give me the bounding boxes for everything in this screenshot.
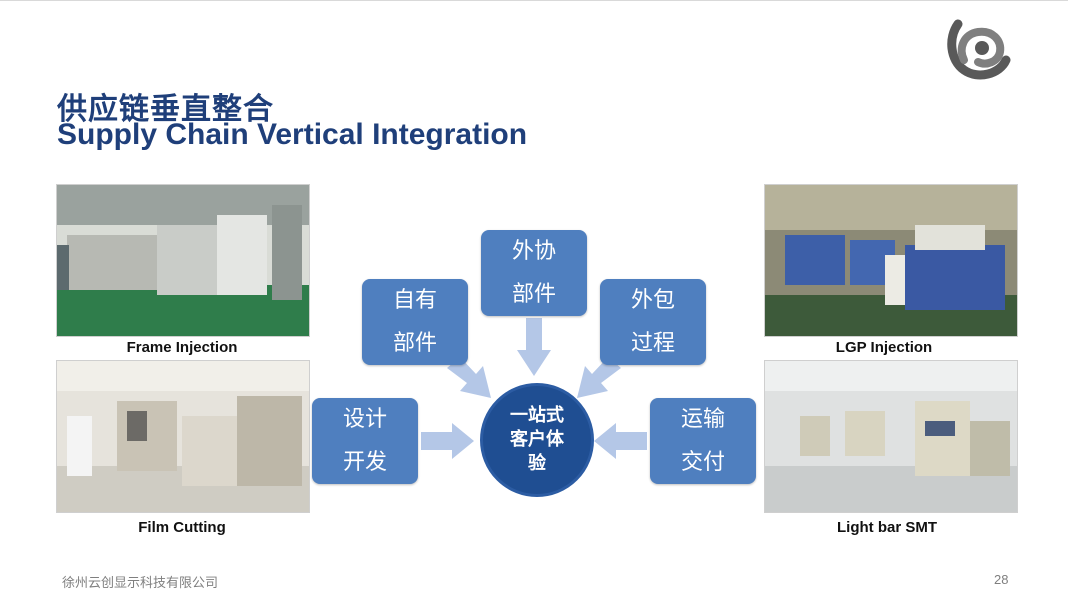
light-bar-smt-photo bbox=[764, 360, 1018, 513]
slide-title-chinese: 供应链垂直整合 bbox=[57, 92, 274, 127]
box-line: 运输 bbox=[680, 407, 725, 432]
box-line: 设计 bbox=[342, 407, 387, 432]
page-number: 28 bbox=[994, 572, 1009, 587]
box-line: 交付 bbox=[680, 450, 725, 475]
light-bar-smt-caption: Light bar SMT bbox=[837, 519, 937, 536]
top-border bbox=[0, 0, 1068, 1]
lgp-injection-caption: LGP Injection bbox=[835, 339, 933, 356]
arrow-right-icon bbox=[421, 423, 474, 459]
one-stop-customer-experience-hub: 一站式 客户体 验 bbox=[480, 383, 594, 497]
arrow-left-icon bbox=[594, 423, 647, 459]
own-parts-box: 自有 部件 bbox=[362, 279, 468, 365]
box-line: 外协 bbox=[511, 239, 556, 264]
box-line: 部件 bbox=[511, 282, 556, 307]
company-logo-icon bbox=[947, 19, 1011, 80]
film-cutting-caption: Film Cutting bbox=[138, 519, 226, 536]
box-line: 自有 bbox=[392, 288, 437, 313]
hub-line: 验 bbox=[528, 453, 546, 474]
hub-line: 一站式 bbox=[510, 405, 564, 426]
transport-delivery-box: 运输 交付 bbox=[650, 398, 756, 484]
box-line: 过程 bbox=[630, 331, 675, 356]
box-line: 部件 bbox=[392, 331, 437, 356]
outsourced-parts-box: 外协 部件 bbox=[481, 230, 587, 316]
box-line: 开发 bbox=[342, 450, 387, 475]
company-name: 徐州云创显示科技有限公司 bbox=[62, 576, 219, 591]
frame-injection-caption: Frame Injection bbox=[126, 339, 238, 356]
frame-injection-photo bbox=[56, 184, 310, 337]
hub-line: 客户体 bbox=[510, 429, 564, 450]
arrow-diagonal-right-icon bbox=[447, 357, 491, 398]
outsourced-process-box: 外包 过程 bbox=[600, 279, 706, 365]
film-cutting-photo bbox=[56, 360, 310, 513]
lgp-injection-photo bbox=[764, 184, 1018, 337]
box-line: 外包 bbox=[630, 288, 675, 313]
slide-title-english: Supply Chain Vertical Integration bbox=[57, 118, 528, 151]
arrow-down-icon bbox=[517, 318, 551, 376]
design-development-box: 设计 开发 bbox=[312, 398, 418, 484]
arrow-diagonal-left-icon bbox=[577, 357, 621, 398]
